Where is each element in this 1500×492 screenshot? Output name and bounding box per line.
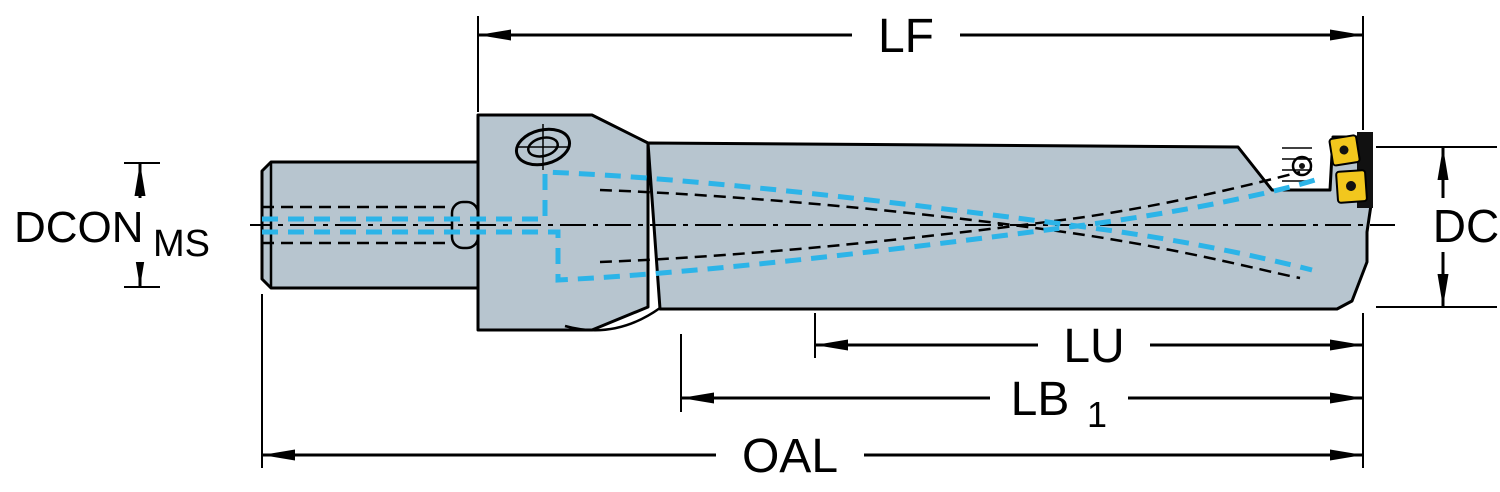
lb1-sub-label: 1: [1087, 394, 1107, 435]
dim-lb1: LB 1: [680, 334, 1363, 435]
dim-dc: DC: [1376, 146, 1500, 308]
pocket-slant-line: [1237, 146, 1330, 192]
coolant-inlet-inner: [527, 136, 559, 158]
dc-label: DC: [1433, 200, 1499, 252]
lu-label: LU: [1063, 320, 1124, 373]
lu-label-background: [1038, 318, 1150, 372]
flute-hidden-curve-lower: [599, 170, 1301, 264]
flute-hidden-curve-upper: [599, 188, 1301, 280]
dim-lu: LU: [814, 313, 1364, 468]
coolant-channel-lower: [262, 177, 1316, 283]
lb1-label-background: [990, 370, 1128, 428]
coolant-inlet-outer: [514, 127, 572, 167]
lf-label-background: [852, 7, 960, 63]
clamp-screw-center: [1299, 163, 1305, 169]
coolant-inlet: [514, 127, 572, 167]
dc-label-background: [1436, 198, 1500, 252]
dcon-sub-label: MS: [153, 223, 210, 265]
flute-runout-arc: [564, 306, 661, 332]
dcon-label: DCON: [14, 203, 144, 252]
oal-label: OAL: [742, 430, 838, 483]
coolant-channel-upper: [262, 169, 1313, 273]
insert-top: [1328, 134, 1361, 167]
insert-top-screw: [1339, 145, 1349, 155]
insert-pocket: [1237, 132, 1373, 208]
dim-dcon: DCON MS: [8, 162, 250, 288]
dimensions: LF DC DCON MS: [8, 7, 1500, 485]
oal-label-background: [716, 427, 864, 485]
drill-body: [646, 135, 1373, 311]
dim-lf: LF: [477, 7, 1364, 130]
drill-tool: [245, 113, 1395, 332]
clamp-screw: [1291, 155, 1313, 177]
insert-bottom: [1335, 169, 1368, 204]
coolant-channels: [262, 169, 1316, 283]
insert-bottom-screw: [1346, 181, 1356, 191]
dcon-label-background: [8, 198, 250, 262]
lb1-label: LB: [1011, 373, 1070, 426]
lf-label: LF: [878, 10, 934, 63]
dim-oal: OAL: [261, 294, 1363, 485]
